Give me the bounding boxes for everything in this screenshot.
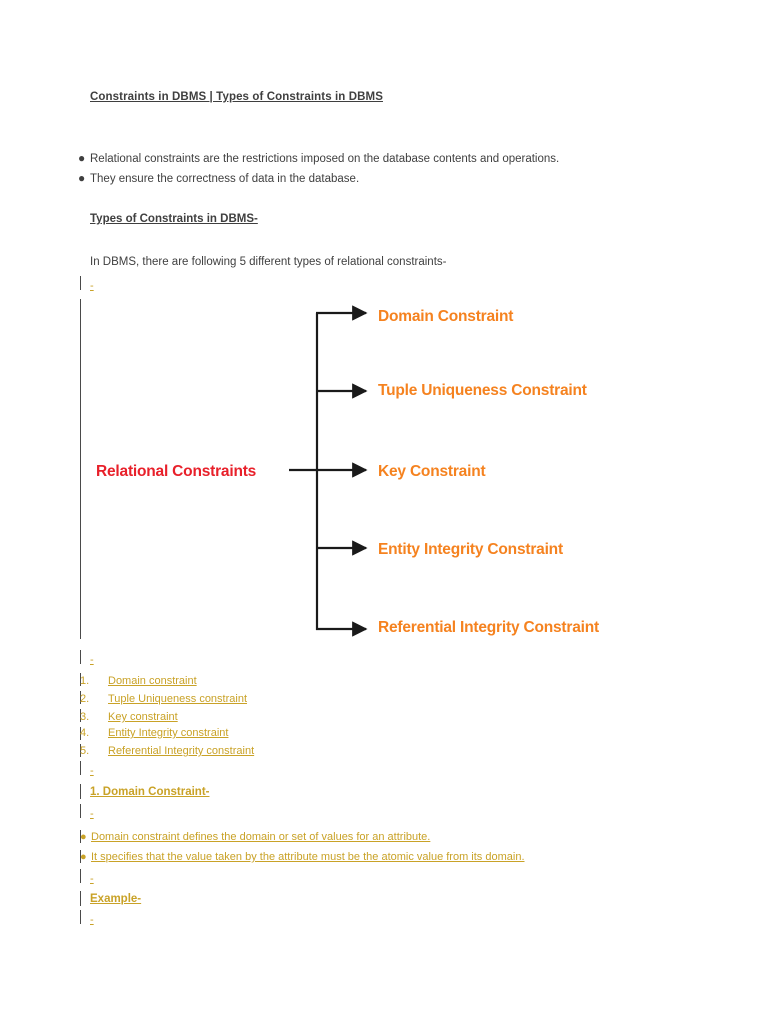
section-heading: Types of Constraints in DBMS- [90,213,258,225]
change-bar [80,673,81,686]
domain-constraint-bullet-1: ● Domain constraint defines the domain or… [80,831,430,843]
domain-constraint-heading: 1. Domain Constraint- [90,786,210,798]
empty-line-mark: - [90,914,94,926]
empty-line-mark: - [90,280,94,292]
bullet-glyph: ● [78,151,86,165]
list-item-label: Tuple Uniqueness constraint [108,693,248,705]
domain-constraint-bullet-2: ● It specifies that the value taken by th… [80,851,525,863]
page-title: Constraints in DBMS | Types of Constrain… [90,91,383,103]
bullet-glyph: ● [80,851,87,863]
change-bar [80,650,81,664]
intro-bullet-2: ● They ensure the correctness of data in … [78,171,359,185]
empty-line-mark: - [90,873,94,885]
list-item: 3. Key constraint [80,711,178,723]
list-item: 2. Tuple Uniqueness constraint [80,693,247,705]
change-bar [80,691,81,704]
list-item-label: Entity Integrity constraint [108,727,229,739]
change-bar [80,869,81,883]
list-item-number: 3. [80,711,90,723]
diagram-root-label: Relational Constraints [96,463,257,480]
list-item-label: Key constraint [108,711,178,723]
diagram-branch-referential-integrity-constraint: Referential Integrity Constraint [378,619,599,636]
list-item-number: 1. [80,675,90,687]
change-bar [80,910,81,924]
diagram-branch-key-constraint: Key Constraint [378,463,486,480]
list-item-number: 2. [80,693,90,705]
intro-bullet-2-text: They ensure the correctness of data in t… [90,173,360,185]
change-bar [80,850,81,863]
bullet-glyph: ● [78,171,86,185]
list-item: 4. Entity Integrity constraint [80,727,228,739]
change-bar [80,891,81,906]
change-bar [80,727,81,740]
intro-bullet-1: ● Relational constraints are the restrict… [78,151,559,165]
list-item-label: Referential Integrity constraint [108,745,255,757]
change-bar [80,830,81,843]
empty-line-mark: - [90,654,94,666]
list-item-label: Domain constraint [108,675,197,687]
change-bar [80,784,81,799]
diagram-branch-tuple-uniqueness-constraint: Tuple Uniqueness Constraint [378,382,587,399]
empty-line-mark: - [90,808,94,820]
change-bar-diagram [80,299,81,639]
list-item: 1. Domain constraint [80,675,197,687]
intro-bullet-1-text: Relational constraints are the restricti… [90,153,560,165]
change-bar [80,761,81,775]
empty-line-mark: - [90,765,94,777]
domain-constraint-bullet-1-text: Domain constraint defines the domain or … [91,831,431,843]
list-item-number: 5. [80,745,90,757]
list-item-number: 4. [80,727,90,739]
diagram-branch-domain-constraint: Domain Constraint [378,308,514,325]
bullet-glyph: ● [80,831,87,843]
domain-constraint-bullet-2-text: It specifies that the value taken by the… [91,851,525,863]
list-item: 5. Referential Integrity constraint [80,745,254,757]
diagram-branch-entity-integrity-constraint: Entity Integrity Constraint [378,541,563,558]
change-bar [80,744,81,757]
change-bar [80,709,81,722]
change-bar [80,276,81,290]
example-heading: Example- [90,893,142,905]
change-bar [80,804,81,818]
intro-paragraph: In DBMS, there are following 5 different… [90,256,447,268]
